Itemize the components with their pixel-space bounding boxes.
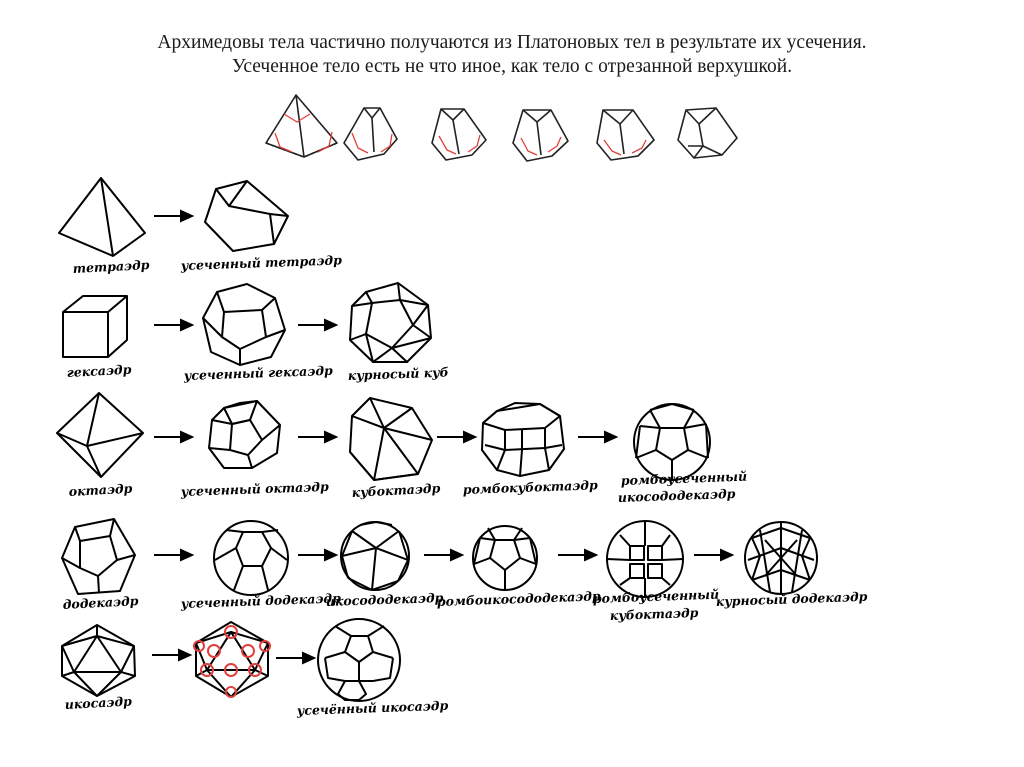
label-snub-cube: курносый куб [348, 364, 449, 383]
label-hexahedron: гексаэдр [66, 362, 132, 380]
label-rhombotruncated-1a: ромбоусеченный [621, 469, 748, 488]
dodecahedron-figure [62, 519, 135, 594]
rhombicuboctahedron-figure [482, 403, 564, 476]
truncation-step-1 [266, 95, 337, 157]
arrow [298, 550, 336, 560]
label-truncated-tetrahedron: усеченный тетраэдр [180, 252, 343, 273]
truncated-icosahedron-figure [318, 619, 400, 701]
great-rhombicosidodecahedron-figure [634, 404, 710, 480]
arrow [154, 320, 192, 330]
label-dodecahedron: додекаэдр [62, 593, 139, 612]
arrow [154, 550, 192, 560]
arrow [276, 653, 314, 663]
truncated-hexahedron-figure [203, 284, 285, 365]
arrow [578, 432, 616, 442]
label-rhombotruncated-1b: икосододекаэдр [618, 486, 736, 505]
snub-dodecahedron-figure [745, 522, 817, 594]
label-rhombicosidodecahedron: ромбоикосододекаэдр [437, 588, 602, 609]
great-rhombicosidodecahedron-2-figure [607, 521, 683, 597]
icosidodecahedron-figure [341, 522, 409, 590]
truncation-step-6 [678, 108, 737, 158]
arrow [558, 550, 596, 560]
label-cuboctahedron: кубоктаэдр [351, 480, 441, 500]
label-rhombotruncated-2a: ромбоусеченный [593, 587, 720, 606]
label-octahedron: октаэдр [68, 481, 133, 499]
label-truncated-dodecahedron: усеченный додекаэдр [180, 590, 342, 611]
label-icosahedron: икосаэдр [64, 693, 132, 712]
label-truncated-hexahedron: усеченный гексаэдр [183, 363, 334, 383]
truncation-sequence [266, 95, 737, 161]
cuboctahedron-figure [350, 398, 432, 480]
arrow [694, 550, 732, 560]
label-tetrahedron: тетраэдр [72, 257, 150, 276]
label-truncated-icosahedron: усечённый икосаэдр [296, 698, 449, 718]
arrow [298, 432, 336, 442]
truncation-step-2 [344, 108, 397, 160]
label-truncated-octahedron: усеченный октаэдр [180, 479, 330, 499]
arrow [298, 320, 336, 330]
icosahedron-cut-figure [194, 622, 270, 697]
octahedron-figure [57, 393, 143, 477]
arrow [152, 650, 190, 660]
truncated-tetrahedron-figure [205, 181, 288, 251]
label-icosidodecahedron: икосододекаэдр [326, 590, 444, 609]
arrow [154, 211, 192, 221]
label-rhombicuboctahedron: ромбокубоктаэдр [463, 477, 599, 497]
arrow [437, 432, 475, 442]
label-snub-dodecahedron: курносый додекаэдр [716, 589, 868, 609]
truncation-step-5 [597, 110, 654, 160]
arrow [154, 432, 192, 442]
truncation-step-3 [432, 109, 486, 160]
hexahedron-figure [63, 296, 127, 357]
label-rhombotruncated-2b: кубоктаэдр [610, 605, 699, 623]
rhombicosidodecahedron-figure [473, 526, 537, 590]
truncation-step-4 [513, 110, 568, 161]
tetrahedron-figure [59, 178, 145, 256]
icosahedron-figure [62, 625, 135, 696]
arrow [424, 550, 462, 560]
truncated-dodecahedron-figure [214, 521, 288, 595]
truncated-octahedron-figure [209, 401, 280, 468]
snub-cube-figure [350, 283, 431, 362]
